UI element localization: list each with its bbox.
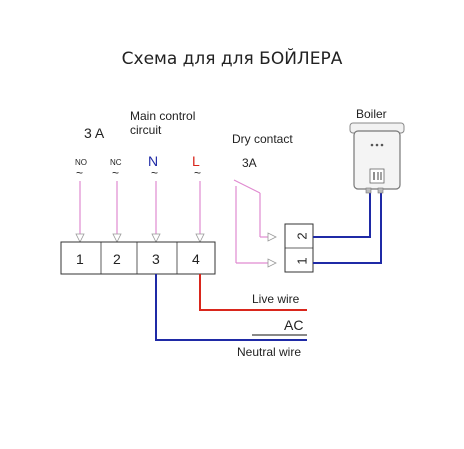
terminal-number-1: 1 (76, 251, 84, 267)
dry-contact-number-1: 1 (294, 257, 309, 264)
arrow-icon-dc-2 (267, 232, 277, 242)
main-circuit-rating: 3 A (84, 125, 105, 141)
terminal-l-label: L (192, 153, 200, 169)
terminal-number-3: 3 (152, 251, 160, 267)
tilde-nc: ~ (112, 166, 119, 180)
arrow-icon-4 (195, 233, 205, 243)
terminal-number-2: 2 (113, 251, 121, 267)
neutral-wire (155, 274, 307, 341)
terminal-feed-lines (79, 181, 201, 234)
tilde-no: ~ (76, 166, 83, 180)
boiler-icon (349, 122, 405, 194)
terminal-n-label: N (148, 153, 158, 169)
main-circuit-label-line1: Main control (130, 109, 195, 123)
tilde-n: ~ (151, 166, 158, 180)
main-circuit-label-line2: circuit (130, 123, 162, 137)
tilde-l: ~ (194, 166, 201, 180)
arrow-icon-dc-1 (267, 258, 277, 268)
arrow-icon-2 (112, 233, 122, 243)
dry-contact-label: Dry contact (232, 132, 293, 146)
dry-contact-arrows (267, 232, 277, 268)
dry-contact-lines (233, 179, 268, 264)
arrow-icon-1 (75, 233, 85, 243)
terminal-arrows (75, 233, 205, 243)
ac-label: AC (284, 317, 303, 333)
dry-contact-number-2: 2 (294, 232, 309, 239)
boiler-wire-upper (313, 190, 371, 238)
terminal-block (60, 241, 216, 275)
terminal-nc-label: NC (110, 158, 122, 167)
diagram-title: Схема для для БОЙЛЕРА (121, 49, 343, 69)
terminal-number-4: 4 (192, 251, 200, 267)
live-wire (199, 274, 307, 311)
dry-contact-switch-blade (233, 179, 261, 194)
neutral-wire-label: Neutral wire (237, 345, 301, 359)
boiler-wire-lower (313, 190, 382, 264)
arrow-icon-3 (151, 233, 161, 243)
dry-contact-rating: 3A (242, 156, 257, 170)
terminal-no-label: NO (75, 158, 87, 167)
boiler-label: Boiler (356, 107, 387, 121)
live-wire-label: Live wire (252, 292, 300, 306)
